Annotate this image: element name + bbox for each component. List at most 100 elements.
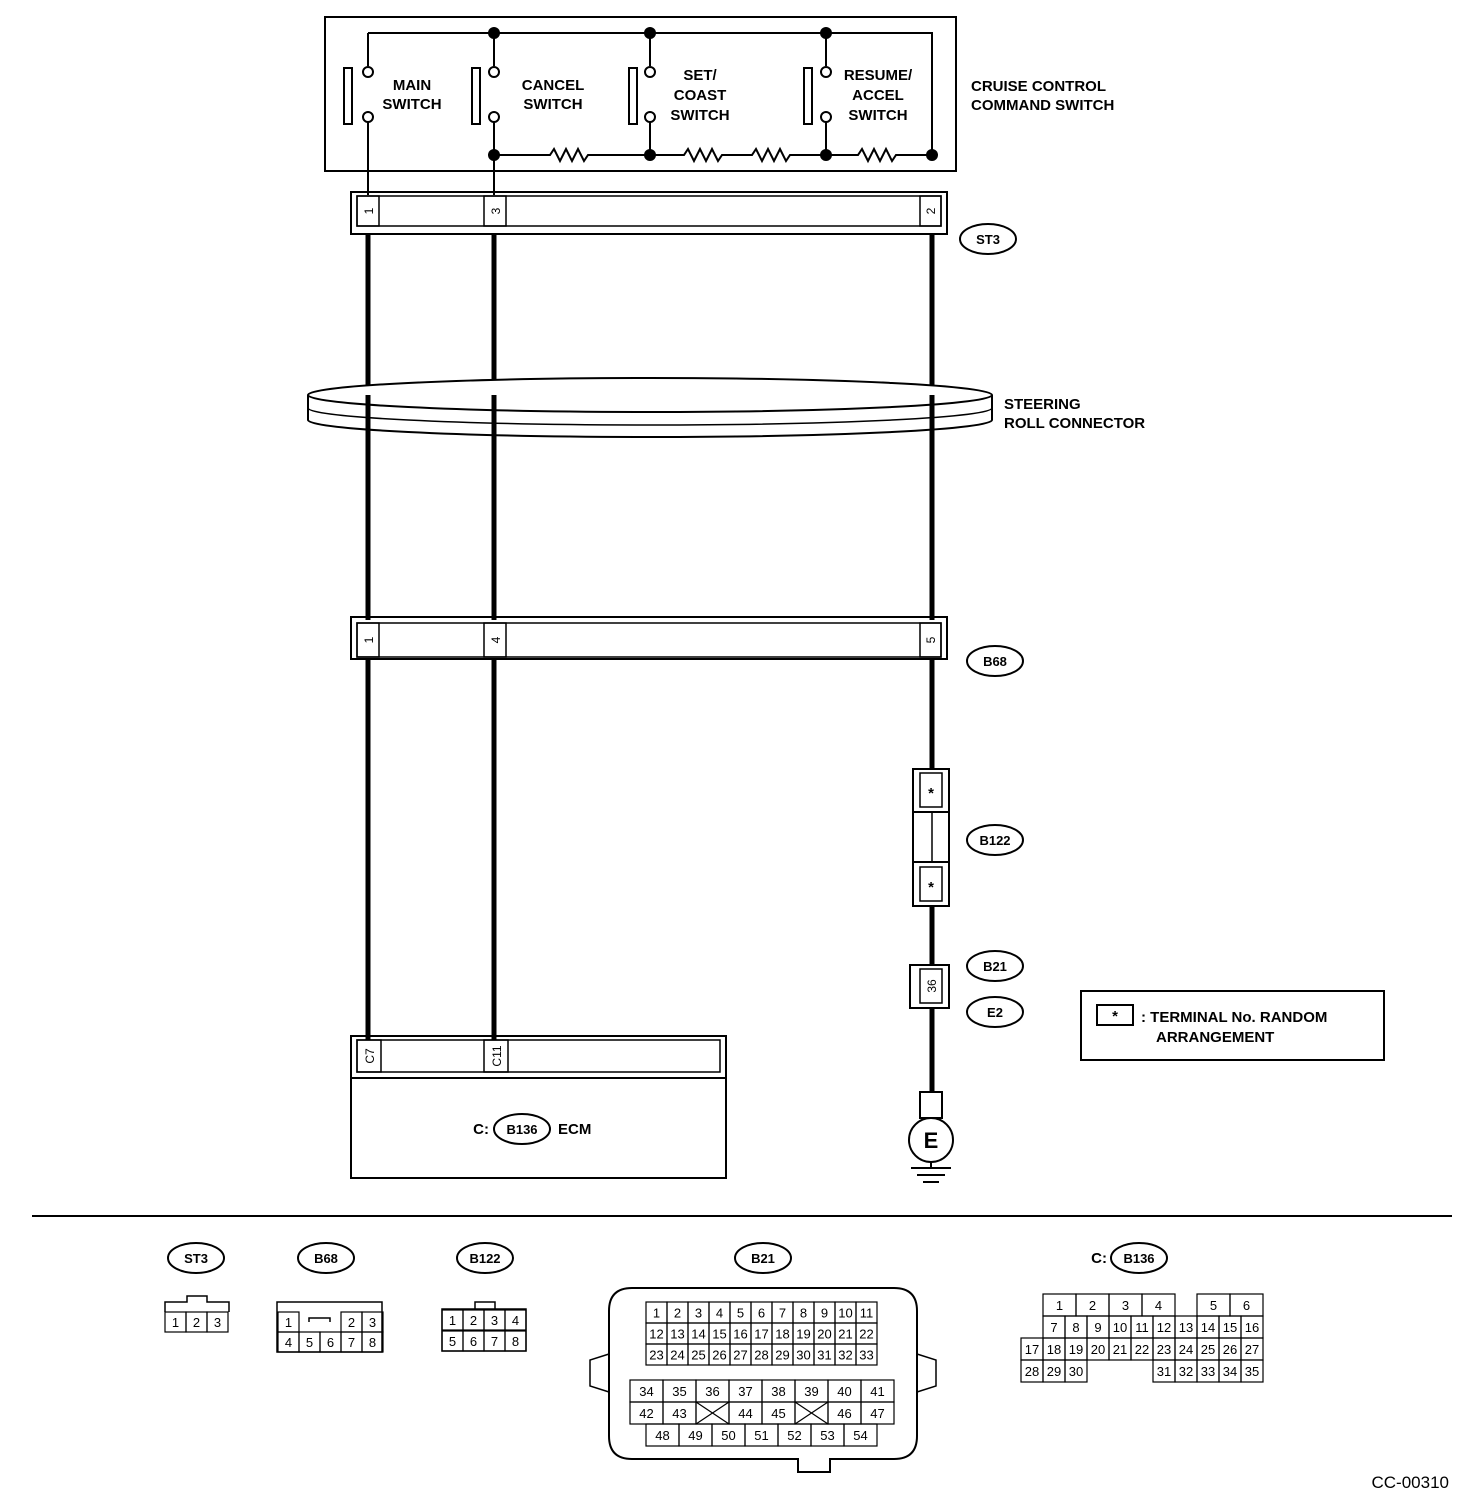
b136-view-pin-12-label: 12: [1157, 1320, 1171, 1335]
b21-view-pin-54-label: 54: [853, 1428, 867, 1443]
b122-view-pin-5-label: 5: [449, 1334, 456, 1349]
b21-view-pin-12-label: 12: [649, 1327, 663, 1342]
b21-view-pin-5-label: 5: [737, 1306, 744, 1321]
set-coast-switch: SET/ COAST SWITCH: [628, 33, 730, 155]
ecm-name: ECM: [558, 1121, 591, 1138]
b68-pin-1: 1: [362, 636, 376, 643]
b136-view-pin-3-label: 3: [1122, 1298, 1129, 1313]
b136-view-pin-20-label: 20: [1091, 1342, 1105, 1357]
cancel-switch-label-1: CANCEL: [522, 77, 585, 94]
b136-view-pin-31-label: 31: [1157, 1364, 1171, 1379]
e2-id: E2: [987, 1005, 1003, 1020]
legend: * : TERMINAL No. RANDOM ARRANGEMENT: [1080, 990, 1385, 1061]
b21-view-pin-20-label: 20: [817, 1327, 831, 1342]
b21-view-pin-blank2-blocked-mark: [695, 1401, 730, 1425]
b68-view-pin-2-label: 2: [348, 1315, 355, 1330]
b21-view-pin-36-label: 36: [705, 1384, 719, 1399]
b21-view-pin-6-label: 6: [758, 1306, 765, 1321]
set-coast-label-1: SET/: [683, 67, 717, 84]
connector-b122: * * B122: [912, 768, 1024, 907]
b21-view-pin-4-label: 4: [716, 1306, 723, 1321]
b21-view-pin-28-label: 28: [754, 1348, 768, 1363]
b21-pin-36: 36: [925, 979, 939, 993]
b21-id: B21: [983, 959, 1007, 974]
b136-view-pin-32-label: 32: [1179, 1364, 1193, 1379]
main-switch: MAIN SWITCH: [343, 33, 442, 195]
b21-view-pin-22-label: 22: [859, 1327, 873, 1342]
b21-view-pin-blank5-blocked-mark: [794, 1401, 829, 1425]
b21-view-pin-10-label: 10: [838, 1306, 852, 1321]
b21-view-pin-40-label: 40: [837, 1384, 851, 1399]
b68-pin-4: 4: [489, 636, 503, 643]
st3-id: ST3: [976, 232, 1000, 247]
b136-view-pin-30-cell: [1064, 1359, 1088, 1383]
ecm-connector-id: B136: [506, 1122, 537, 1137]
ecm-pin-c11: C11: [490, 1045, 504, 1066]
b136-view-pin-15-label: 15: [1223, 1320, 1237, 1335]
b122-id: B122: [979, 833, 1010, 848]
b21-view-pin-11-label: 11: [860, 1306, 874, 1321]
view-st3-id: ST3: [184, 1251, 208, 1266]
ground-symbol: E: [908, 1091, 954, 1183]
b21-view-pin-32-label: 32: [838, 1348, 852, 1363]
b21-view-pin-26-label: 26: [712, 1348, 726, 1363]
b136-view-pin-7-label: 7: [1050, 1320, 1057, 1335]
b21-view-pin-54-cell: [843, 1423, 878, 1447]
connector-b68: 1 4 5 B68: [350, 616, 1024, 677]
b21-view-pin-25-label: 25: [691, 1348, 705, 1363]
b136-view-pin-1-label: 1: [1056, 1298, 1063, 1313]
ecm-prefix: C:: [473, 1121, 489, 1138]
b136-view-pin-21-label: 21: [1113, 1342, 1127, 1357]
b21-view-pin-2-label: 2: [674, 1306, 681, 1321]
main-switch-label-1: MAIN: [393, 77, 431, 94]
b21-view-pin-1-label: 1: [653, 1306, 660, 1321]
st3-view-pin-2-label: 2: [193, 1315, 200, 1330]
resume-accel-label-2: ACCEL: [852, 87, 904, 104]
st3-pin-3: 3: [489, 207, 503, 214]
b21-view-pin-31-label: 31: [817, 1348, 831, 1363]
legend-text-1: : TERMINAL No. RANDOM: [1141, 1009, 1327, 1026]
b68-view-pin-8-cell: [361, 1331, 384, 1353]
b21-view-pin-38-label: 38: [771, 1384, 785, 1399]
b68-view-pin-4-label: 4: [285, 1335, 292, 1350]
b68-view-pin-7-label: 7: [348, 1335, 355, 1350]
st3-view-pin-3-label: 3: [214, 1315, 221, 1330]
st3-pin-2: 2: [924, 207, 938, 214]
b21-view-pin-7-label: 7: [779, 1306, 786, 1321]
b21-view-pin-50-label: 50: [721, 1428, 735, 1443]
b136-view-pin-11-label: 11: [1135, 1320, 1149, 1335]
b21-view-pin-14-label: 14: [691, 1327, 705, 1342]
b136-view-pin-18-label: 18: [1047, 1342, 1061, 1357]
resume-accel-label-3: SWITCH: [848, 107, 907, 124]
roll-connector-label-1: STEERING: [1004, 396, 1081, 413]
set-coast-label-3: SWITCH: [670, 107, 729, 124]
b122-view-pin-8-cell: [504, 1330, 527, 1352]
b136-view-pin-25-label: 25: [1201, 1342, 1215, 1357]
b136-view-pin-28-label: 28: [1025, 1364, 1039, 1379]
b136-view-pin-19-label: 19: [1069, 1342, 1083, 1357]
b21-view-pin-49-label: 49: [688, 1428, 702, 1443]
b21-view-pin-51-label: 51: [754, 1428, 768, 1443]
b122-view-pin-7-label: 7: [491, 1334, 498, 1349]
b136-view-pin-17-label: 17: [1025, 1342, 1039, 1357]
cancel-switch-label-2: SWITCH: [523, 96, 582, 113]
b21-view-pin-15-label: 15: [712, 1327, 726, 1342]
view-b68-id: B68: [314, 1251, 338, 1266]
b21-view-pin-8-label: 8: [800, 1306, 807, 1321]
b21-view-pin-33-cell: [855, 1343, 878, 1366]
legend-symbol: *: [1112, 1008, 1118, 1025]
b21-view-pin-53-label: 53: [820, 1428, 834, 1443]
b21-view-pin-46-label: 46: [837, 1406, 851, 1421]
b136-view-pin-33-label: 33: [1201, 1364, 1215, 1379]
b136-view-pin-30-label: 30: [1069, 1364, 1083, 1379]
b136-view-pin-35-label: 35: [1245, 1364, 1259, 1379]
command-switch-assembly: MAIN SWITCH CANCEL SWITCH SET/ COAST SWI…: [324, 16, 1114, 195]
b122-view-pin-4-label: 4: [512, 1313, 519, 1328]
b68-view-pin-8-label: 8: [369, 1335, 376, 1350]
connector-b21-e2: 36 B21 E2: [909, 950, 1024, 1028]
b136-view-pin-27-label: 27: [1245, 1342, 1259, 1357]
